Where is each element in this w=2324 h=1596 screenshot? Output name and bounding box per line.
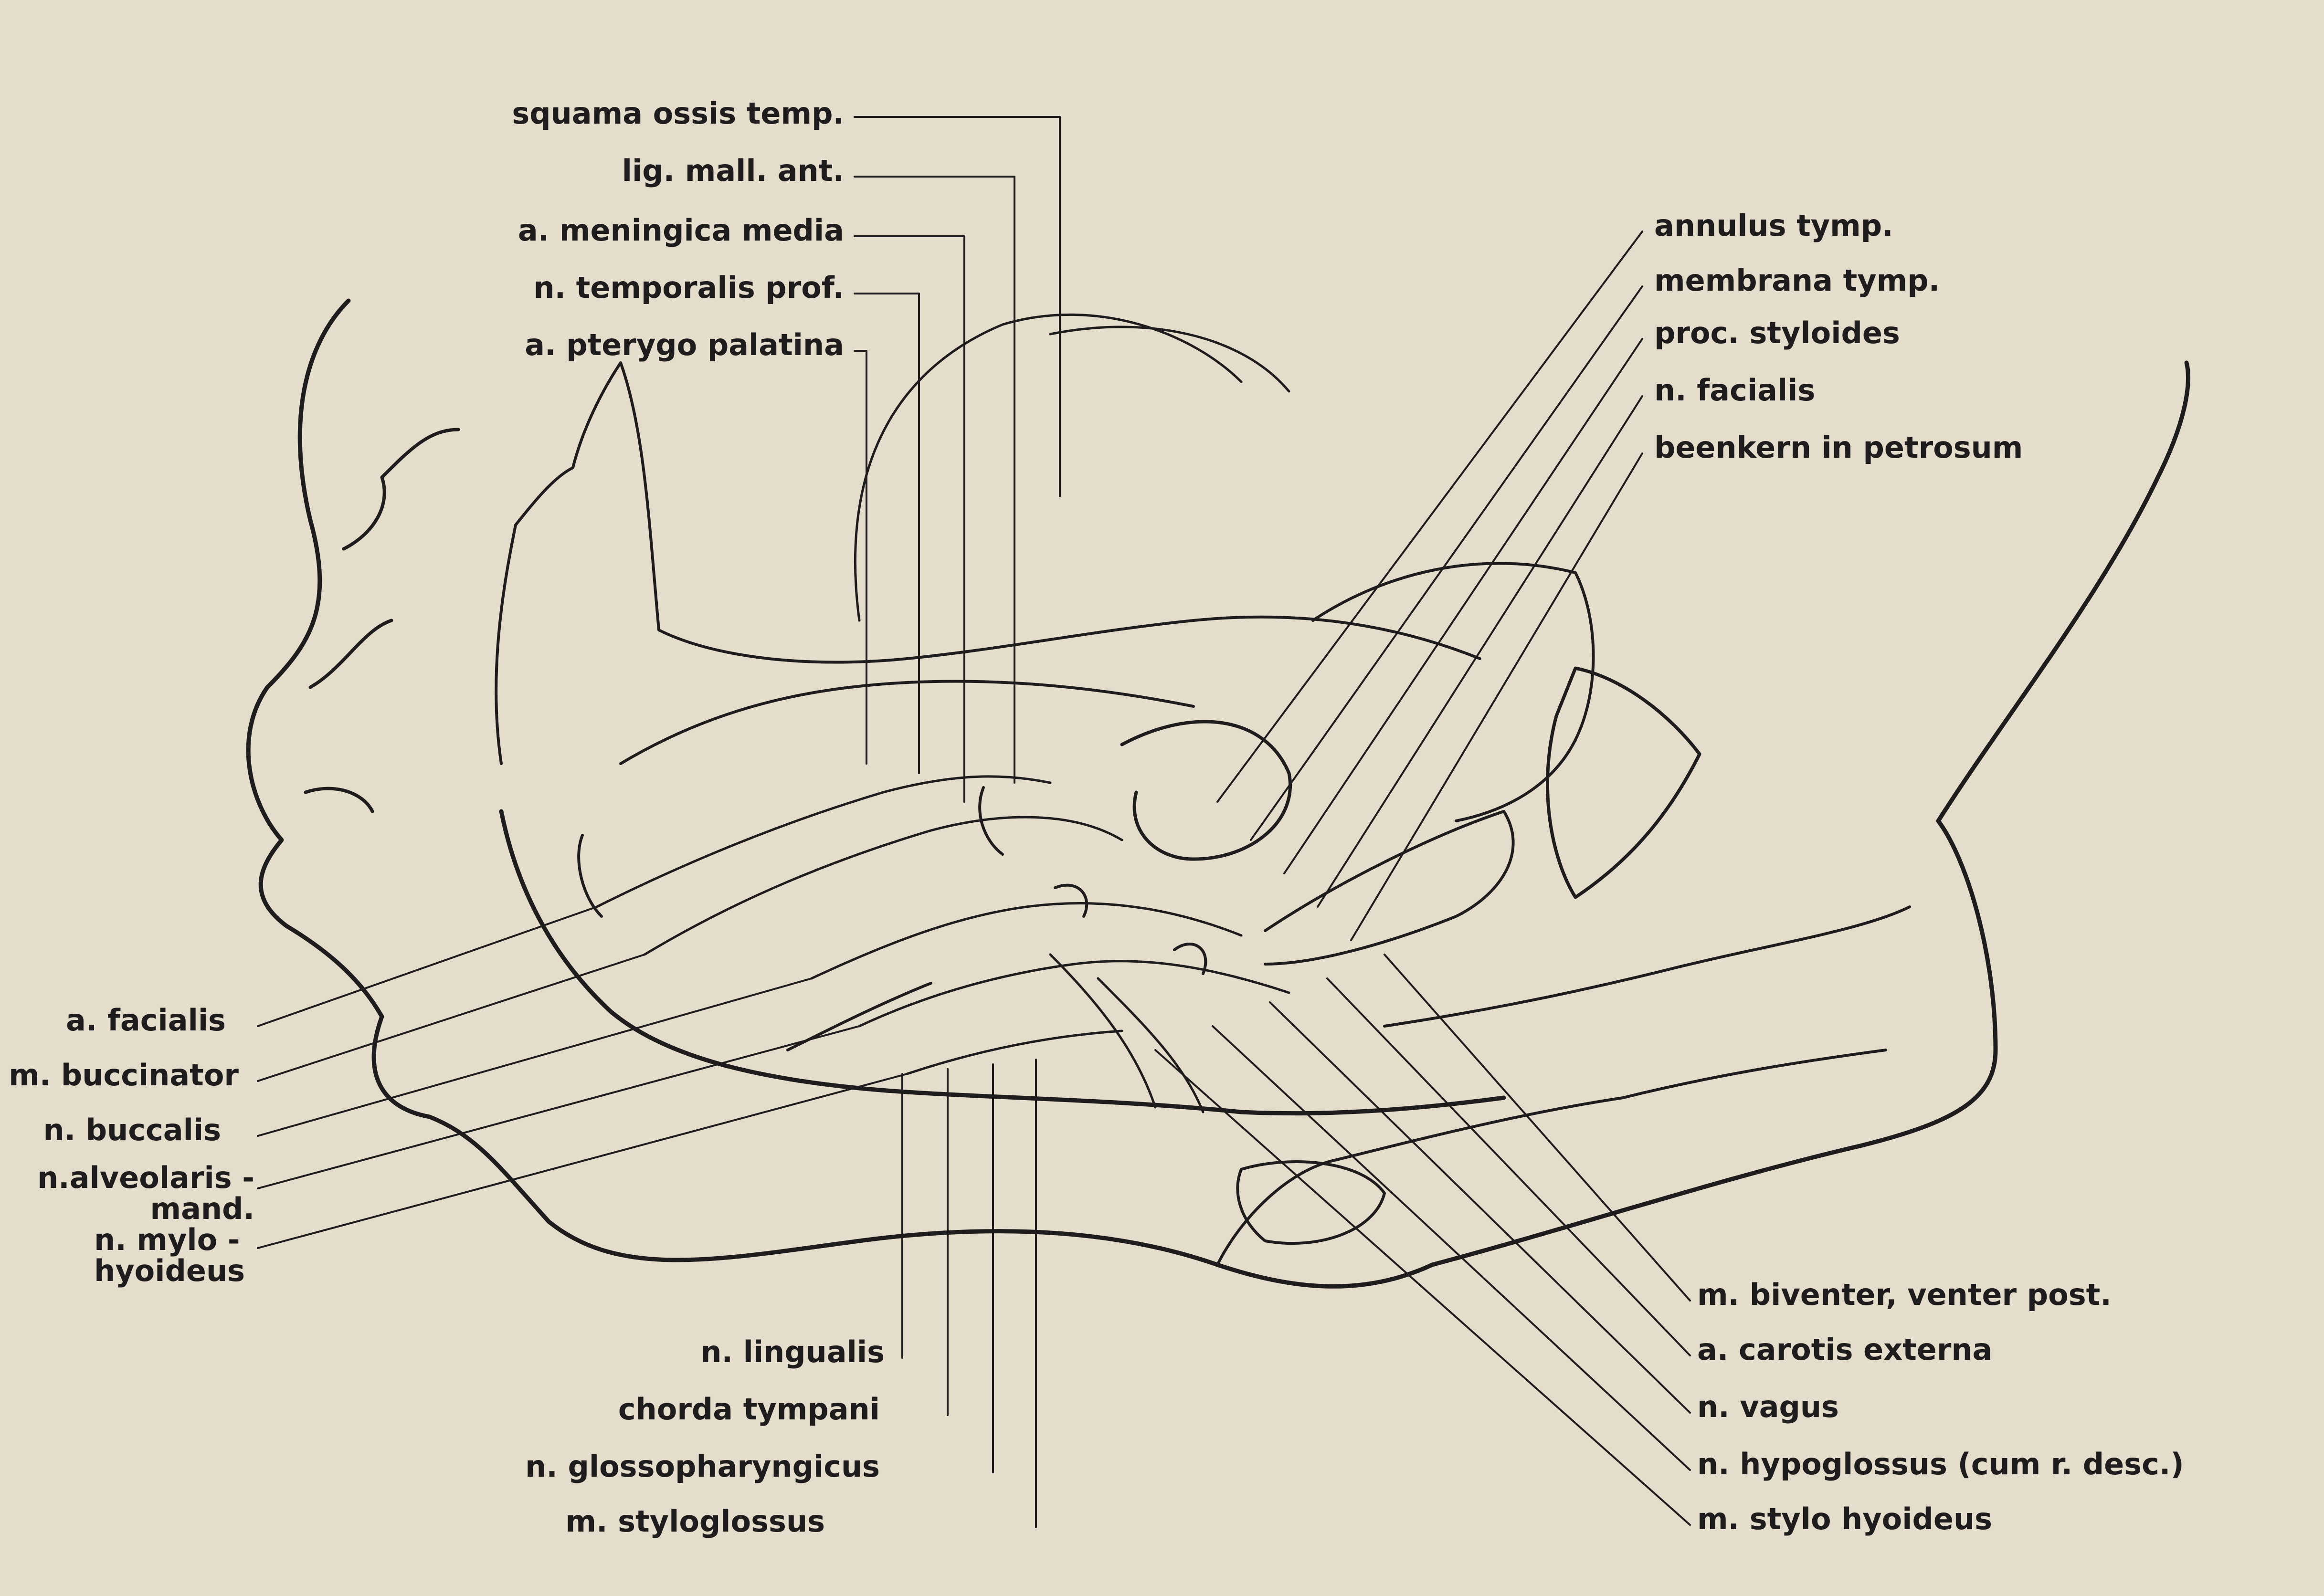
label-a-meningica-media: a. meningica media [518, 213, 844, 248]
lower-contour [1216, 1049, 1887, 1266]
label-beenkern-in-petrosum: beenkern in petrosum [1654, 430, 2023, 465]
label-proc-styloides: proc. styloides [1654, 315, 1900, 350]
label-a-carotis-externa: a. carotis externa [1697, 1332, 1993, 1367]
label-n-alveolaris-mand: n.alveolaris - mand. [37, 1162, 254, 1224]
posterior-belly [1264, 810, 1515, 966]
label-n-mylo-line2: hyoideus [94, 1253, 245, 1289]
zygoma [495, 361, 1481, 765]
leader-lines [257, 116, 1691, 1528]
face-feature [304, 428, 460, 813]
label-n-hypoglossus: n. hypoglossus (cum r. desc.) [1697, 1447, 2184, 1481]
label-n-alveolaris-line1: n.alveolaris - [37, 1160, 254, 1195]
jaw-contour [499, 809, 1506, 1116]
label-n-lingualis: n. lingualis [700, 1334, 885, 1369]
label-m-styloglossus: m. styloglossus [565, 1504, 825, 1539]
label-n-vagus: n. vagus [1697, 1389, 1839, 1424]
label-chorda-tympani: chorda tympani [618, 1392, 880, 1427]
label-squama-ossis-temp: squama ossis temp. [512, 96, 844, 131]
label-m-stylo-hyoideus: m. stylo hyoideus [1697, 1502, 1993, 1536]
label-n-facialis: n. facialis [1654, 373, 1816, 408]
label-n-alveolaris-line2: mand. [150, 1191, 254, 1227]
label-m-biventer: m. biventer, venter post. [1697, 1277, 2112, 1312]
label-n-mylohyoideus: n. mylo - hyoideus [94, 1224, 245, 1286]
label-n-glossopharyngicus: n. glossopharyngicus [525, 1449, 880, 1484]
vessel-loops [577, 786, 1207, 975]
label-n-buccalis: n. buccalis [43, 1113, 221, 1147]
label-annulus-tymp: annulus tymp. [1654, 208, 1893, 243]
label-n-mylo-line1: n. mylo - [94, 1222, 240, 1257]
label-m-buccinator: m. buccinator [9, 1058, 239, 1092]
auricle [1120, 720, 1292, 861]
label-lig-mall-ant: lig. mall. ant. [622, 153, 844, 188]
temporal-arc [854, 313, 1290, 622]
hyoid [1236, 1160, 1386, 1245]
mastoid-muscle [1545, 666, 1701, 899]
label-a-facialis: a. facialis [65, 1003, 226, 1038]
petrous-region [1311, 562, 1595, 822]
nerve-branches [595, 775, 1290, 1113]
head-outline [246, 298, 2190, 1289]
label-n-temporalis-prof: n. temporalis prof. [533, 270, 844, 305]
label-membrana-tymp: membrana tymp. [1654, 263, 1940, 298]
label-a-pterygo-palatina: a. pterygo palatina [525, 327, 844, 362]
